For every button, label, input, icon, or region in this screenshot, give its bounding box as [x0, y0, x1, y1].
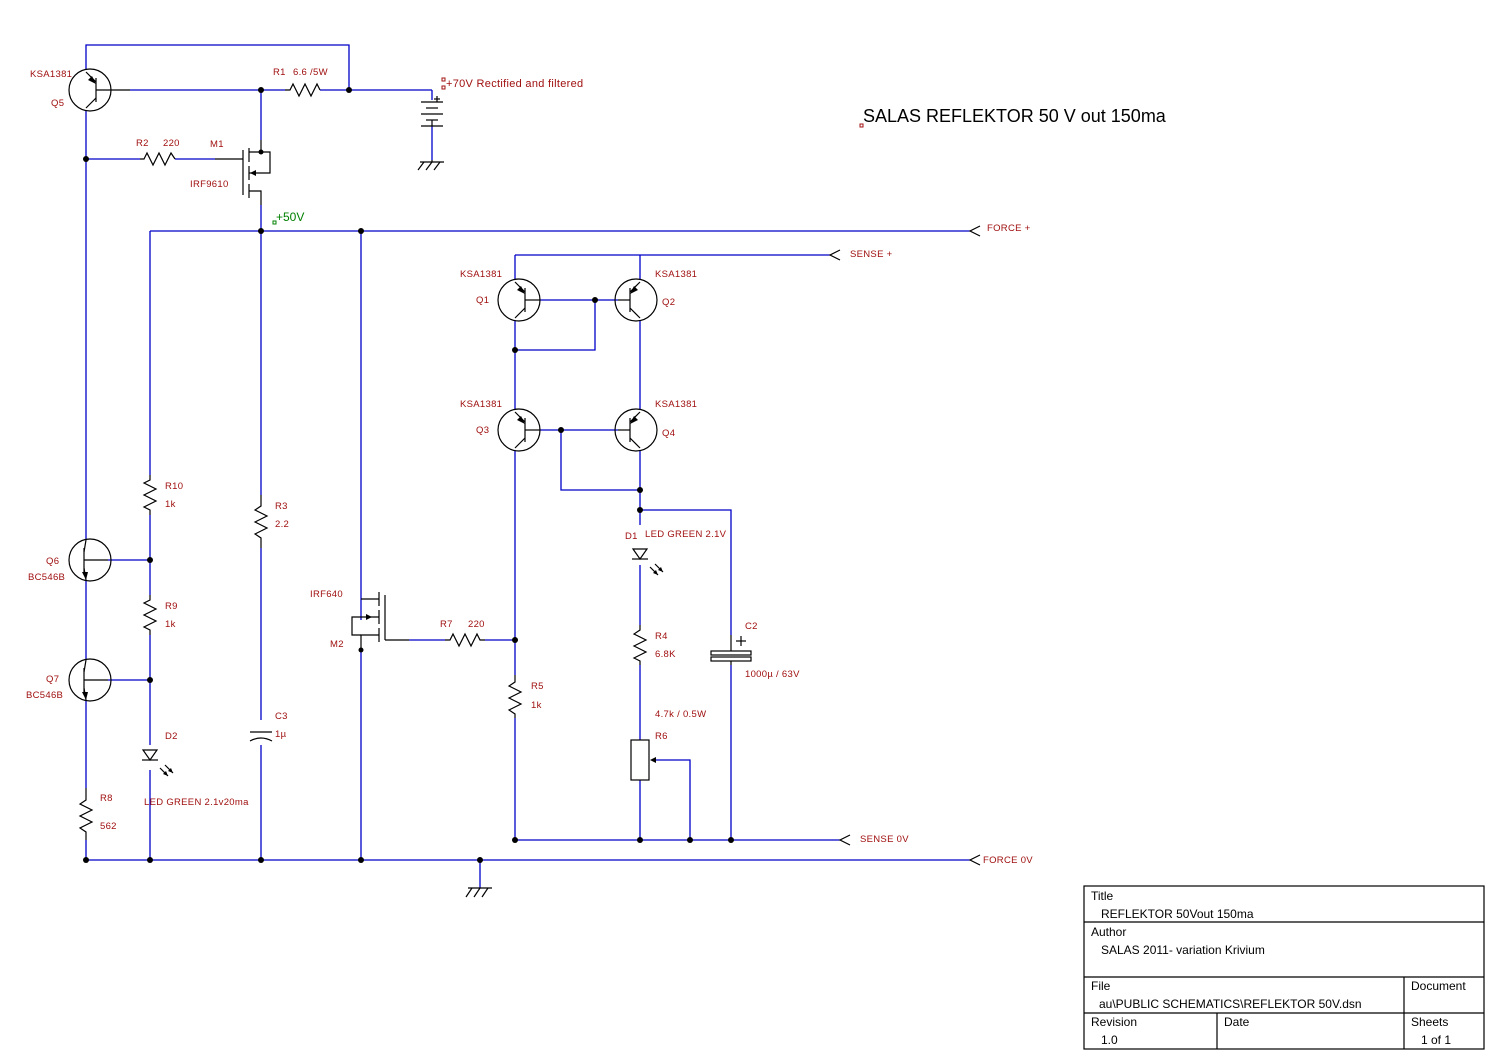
q4-value: KSA1381 — [655, 399, 697, 410]
c2-ref: C2 — [745, 621, 758, 632]
titleblock-file-value: au\PUBLIC SCHEMATICS\REFLEKTOR 50V.dsn — [1099, 997, 1362, 1011]
c3-value: 1µ — [275, 729, 287, 740]
r5-ref: R5 — [531, 681, 544, 692]
transistor-q3 — [497, 408, 541, 452]
port-arrows — [828, 225, 981, 866]
d2-ref: D2 — [165, 731, 178, 742]
r4-ref: R4 — [655, 631, 668, 642]
r3-ref: R3 — [275, 501, 288, 512]
q5-ref: Q5 — [51, 98, 64, 109]
c3-ref: C3 — [275, 711, 288, 722]
titleblock-revision-label: Revision — [1091, 1015, 1137, 1029]
q1-ref: Q1 — [476, 295, 489, 306]
m1-ref: M1 — [210, 139, 224, 150]
r7-value: 220 — [468, 619, 485, 630]
resistor-r10 — [142, 475, 158, 515]
q6-ref: Q6 — [46, 556, 59, 567]
r1-value: 6.6 /5W — [293, 67, 328, 78]
d2-value: LED GREEN 2.1v20ma — [144, 797, 249, 808]
supply-label: +70V Rectified and filtered — [446, 78, 583, 90]
potentiometer-r6 — [630, 739, 656, 781]
r3-value: 2.2 — [275, 519, 289, 530]
resistor-r4 — [632, 625, 648, 665]
r9-value: 1k — [165, 619, 176, 630]
r10-value: 1k — [165, 499, 176, 510]
mosfet-m1 — [215, 140, 271, 205]
r8-ref: R8 — [100, 793, 113, 804]
m2-ref: M2 — [330, 639, 344, 650]
battery-icon — [421, 96, 443, 127]
titleblock-file-label: File — [1091, 979, 1111, 993]
led-d2 — [141, 749, 174, 777]
d1-ref: D1 — [625, 531, 638, 542]
ground-icon — [465, 887, 492, 898]
resistor-r7 — [445, 632, 485, 648]
q6-value: BC546B — [28, 572, 65, 583]
r7-ref: R7 — [440, 619, 453, 630]
m2-value: IRF640 — [310, 589, 343, 600]
resistor-r8 — [78, 788, 94, 840]
port-sense-0v: SENSE 0V — [860, 834, 909, 845]
resistor-r2 — [140, 151, 176, 167]
net-plus50: +50V — [276, 210, 304, 224]
q2-value: KSA1381 — [655, 269, 697, 280]
m1-value: IRF9610 — [190, 179, 229, 190]
capacitor-c3 — [249, 731, 273, 742]
transistor-q5 — [68, 68, 130, 112]
r8-value: 562 — [100, 821, 117, 832]
titleblock-date-label: Date — [1224, 1015, 1250, 1029]
titleblock-document-label: Document — [1411, 979, 1466, 993]
transistor-q6 — [68, 538, 112, 582]
resistor-r3 — [253, 495, 269, 548]
r5-value: 1k — [531, 700, 542, 711]
q7-value: BC546B — [26, 690, 63, 701]
r10-ref: R10 — [165, 481, 183, 492]
transistor-q2 — [614, 278, 658, 322]
r6-ref: R6 — [655, 731, 668, 742]
q4-ref: Q4 — [662, 428, 675, 439]
r6-value: 4.7k / 0.5W — [655, 709, 706, 720]
q1-value: KSA1381 — [460, 269, 502, 280]
r2-ref: R2 — [136, 138, 149, 149]
r2-value: 220 — [163, 138, 180, 149]
transistor-q7 — [68, 658, 112, 702]
junction-dots — [83, 87, 734, 863]
titleblock-title-label: Title — [1091, 889, 1114, 903]
r1-ref: R1 — [273, 67, 286, 78]
port-sense-plus: SENSE + — [850, 249, 893, 260]
q2-ref: Q2 — [662, 297, 675, 308]
q3-value: KSA1381 — [460, 399, 502, 410]
titleblock-revision-value: 1.0 — [1101, 1033, 1118, 1047]
port-force-0v: FORCE 0V — [983, 855, 1033, 866]
r9-ref: R9 — [165, 601, 178, 612]
schematic-title: SALAS REFLEKTOR 50 V out 150ma — [863, 106, 1167, 126]
c2-value: 1000µ / 63V — [745, 669, 800, 680]
titleblock-author-label: Author — [1091, 925, 1126, 939]
q5-value: KSA1381 — [30, 69, 72, 80]
q3-ref: Q3 — [476, 425, 489, 436]
resistor-r5 — [507, 675, 523, 718]
mosfet-m2 — [351, 592, 409, 653]
transistor-q4 — [614, 408, 658, 452]
titleblock-author-value: SALAS 2011- variation Krivium — [1101, 943, 1265, 957]
q7-ref: Q7 — [46, 674, 59, 685]
d1-value: LED GREEN 2.1V — [645, 529, 727, 540]
ground-icon — [417, 160, 444, 171]
titleblock-title-value: REFLEKTOR 50Vout 150ma — [1101, 907, 1254, 921]
titleblock-sheets-label: Sheets — [1411, 1015, 1448, 1029]
r4-value: 6.8K — [655, 649, 676, 660]
titleblock-sheets-value: 1 of 1 — [1421, 1033, 1451, 1047]
capacitor-c2 — [710, 635, 752, 665]
transistor-q1 — [497, 278, 541, 322]
led-d1 — [631, 548, 664, 576]
resistor-r1 — [285, 82, 321, 98]
wires — [85, 44, 970, 888]
port-force-plus: FORCE + — [987, 223, 1031, 234]
resistor-r9 — [142, 595, 158, 635]
title-block — [1083, 885, 1485, 1050]
